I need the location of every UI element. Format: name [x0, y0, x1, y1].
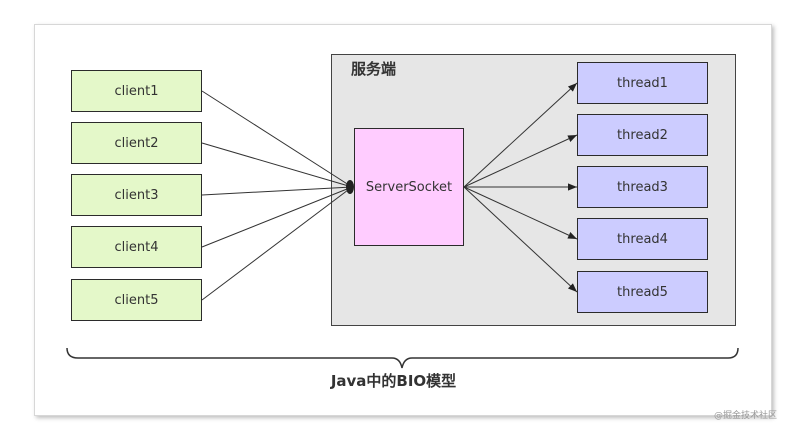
brace — [66, 347, 739, 369]
thread2-box: thread2 — [577, 114, 708, 156]
socket-port — [346, 180, 354, 194]
thread1-box: thread1 — [577, 62, 708, 104]
server-socket-box: ServerSocket — [354, 128, 464, 246]
client1-box: client1 — [71, 70, 202, 112]
thread5-box: thread5 — [577, 271, 708, 313]
watermark: @掘金技术社区 — [713, 411, 777, 421]
client1-connection — [201, 90, 353, 188]
thread4-box: thread4 — [577, 218, 708, 260]
diagram-caption: Java中的BIO模型 — [330, 372, 457, 390]
thread5-connection — [463, 186, 578, 293]
client4-box: client4 — [71, 226, 202, 268]
client5-connection — [201, 186, 353, 301]
thread3-box: thread3 — [577, 166, 708, 208]
server-title: 服务端 — [351, 60, 397, 78]
client3-box: client3 — [71, 174, 202, 216]
thread2-connection — [463, 134, 578, 188]
client3-connection — [201, 186, 353, 196]
client2-connection — [201, 142, 353, 188]
thread1-connection — [463, 82, 578, 188]
thread4-connection — [463, 186, 578, 240]
client4-connection — [201, 186, 353, 248]
client5-box: client5 — [71, 279, 202, 321]
client2-box: client2 — [71, 122, 202, 164]
